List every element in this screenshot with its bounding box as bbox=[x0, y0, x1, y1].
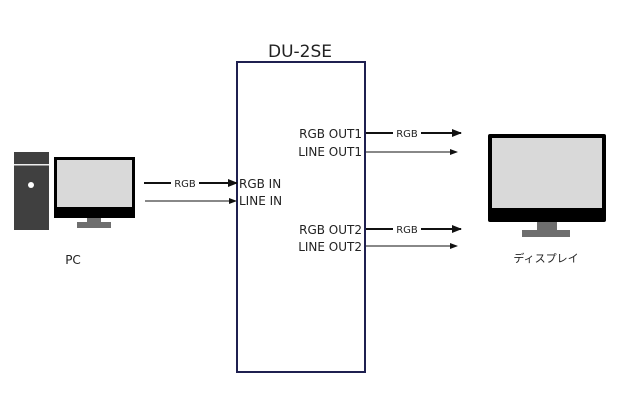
rgb-out2-signal-label: RGB bbox=[396, 225, 418, 236]
rgb-in-signal-label: RGB bbox=[174, 179, 196, 190]
port-rgb-out2: RGB OUT2 bbox=[299, 223, 362, 237]
pc-icon bbox=[14, 152, 135, 230]
device-title: DU-2SE bbox=[268, 42, 332, 62]
device-box bbox=[236, 61, 366, 373]
port-line-out2: LINE OUT2 bbox=[298, 240, 362, 254]
display-icon bbox=[488, 134, 606, 237]
pc-label: PC bbox=[65, 253, 81, 267]
rgb-out1-signal-label: RGB bbox=[396, 129, 418, 140]
port-rgb-in: RGB IN bbox=[239, 177, 281, 191]
display-label: ディスプレイ bbox=[513, 251, 578, 265]
port-rgb-out1: RGB OUT1 bbox=[299, 127, 362, 141]
port-line-in: LINE IN bbox=[239, 194, 282, 208]
port-line-out1: LINE OUT1 bbox=[298, 145, 362, 159]
pc-tower-icon bbox=[14, 152, 49, 230]
